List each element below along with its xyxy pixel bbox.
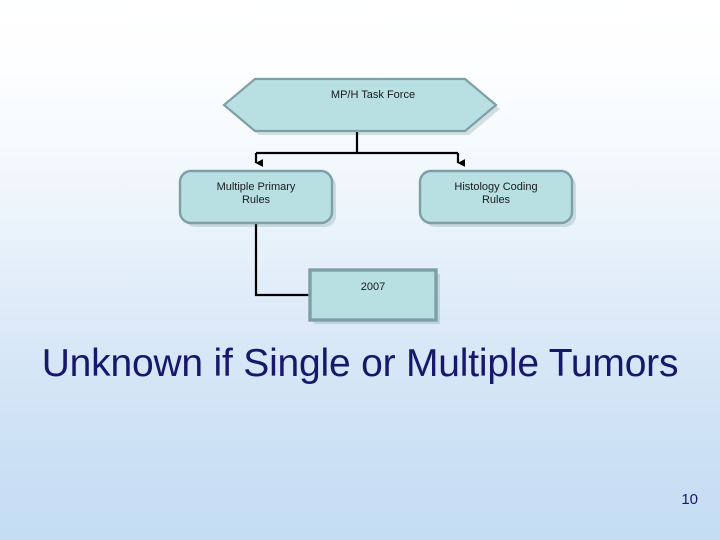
node-multiple-primary-rules-box[interactable]: [178, 169, 334, 225]
node-histology-coding-rules-box[interactable]: [418, 169, 574, 225]
page-number: 10: [681, 491, 698, 508]
node-task-force-hexagon[interactable]: [222, 77, 498, 133]
node-year-box[interactable]: [308, 268, 438, 322]
slide-headline: Unknown if Single or Multiple Tumors: [41, 342, 679, 385]
flowchart-diagram: [178, 77, 576, 324]
connector-group: [254, 131, 465, 297]
connector-to-year: [254, 223, 312, 297]
